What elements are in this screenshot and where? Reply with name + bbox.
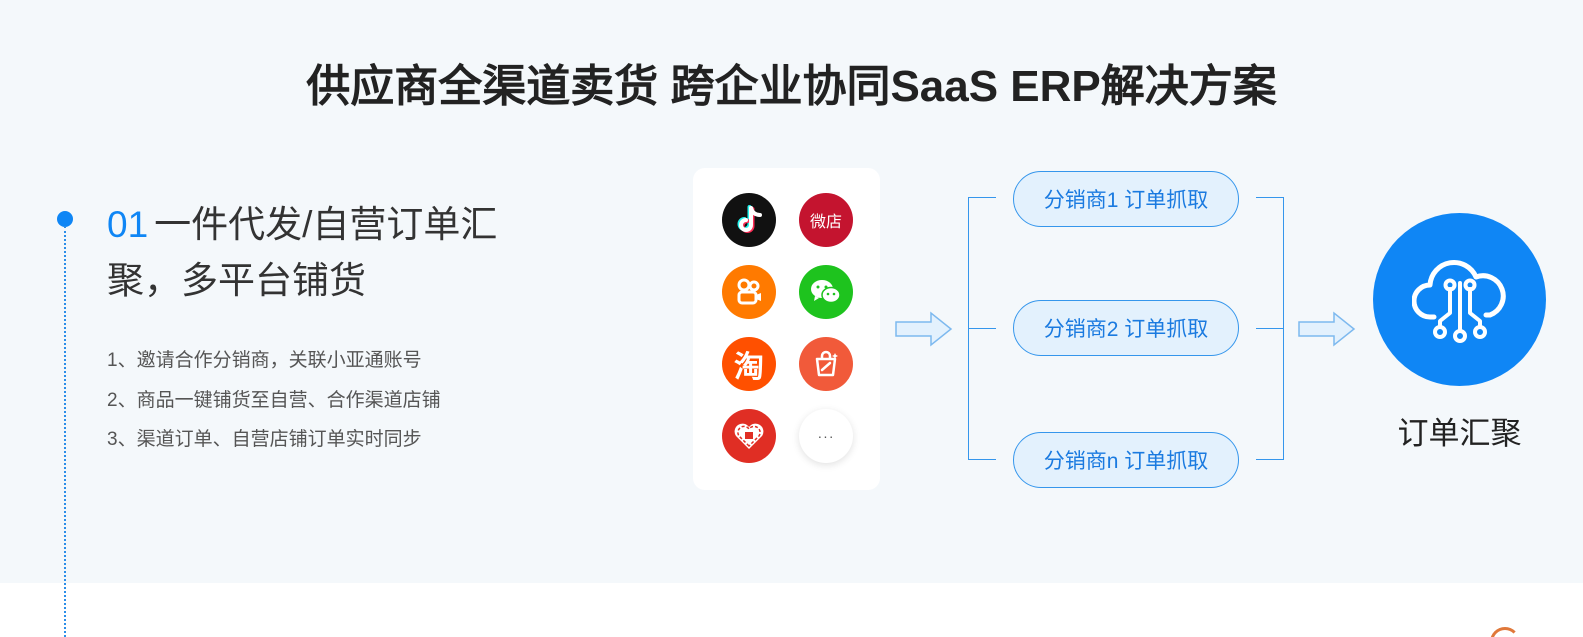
right-arrow-icon bbox=[895, 311, 953, 347]
weidian-label: 微店 bbox=[809, 212, 842, 231]
corner-decoration bbox=[1490, 627, 1520, 637]
taobao-label: 淘 bbox=[734, 350, 764, 385]
shopping-bag-icon bbox=[799, 337, 853, 391]
hub-label: 订单汇聚 bbox=[1397, 416, 1522, 451]
section-heading-text: 一件代发/自营订单汇聚，多平台铺货 bbox=[107, 204, 498, 301]
distributor-pill-n: 分销商n 订单抓取 bbox=[1013, 432, 1239, 488]
more-icon[interactable]: ··· bbox=[799, 409, 853, 463]
feature-step-1: 1、邀请合作分销商，关联小亚通账号 bbox=[107, 350, 422, 371]
feature-step-3: 3、渠道订单、自营店铺订单实时同步 bbox=[107, 429, 422, 450]
timeline-dot bbox=[57, 211, 73, 227]
distributor-pill-1: 分销商1 订单抓取 bbox=[1013, 171, 1239, 227]
timeline-line bbox=[64, 226, 66, 637]
douyin-icon bbox=[722, 193, 776, 247]
feature-steps: 1、邀请合作分销商，关联小亚通账号 2、商品一键铺货至自营、合作渠道店铺 3、渠… bbox=[107, 348, 441, 467]
taobao-icon: 淘 bbox=[722, 337, 776, 391]
bracket-left-connector bbox=[968, 328, 996, 329]
section-number: 01 bbox=[107, 204, 149, 245]
pinduoduo-icon bbox=[722, 409, 776, 463]
page-title: 供应商全渠道卖货 跨企业协同SaaS ERP解决方案 bbox=[306, 62, 1277, 111]
weidian-icon: 微店 bbox=[799, 193, 853, 247]
kuaishou-icon bbox=[722, 265, 776, 319]
more-label: ··· bbox=[817, 428, 835, 444]
feature-step-2: 2、商品一键铺货至自营、合作渠道店铺 bbox=[107, 389, 441, 411]
platform-icons-card: 微店 淘 bbox=[693, 168, 880, 490]
wechat-icon bbox=[799, 265, 853, 319]
bracket-right-connector bbox=[1256, 328, 1284, 329]
cloud-circuit-icon bbox=[1373, 213, 1546, 386]
distributor-pill-2: 分销商2 订单抓取 bbox=[1013, 300, 1239, 356]
right-arrow-icon-2 bbox=[1298, 311, 1356, 347]
